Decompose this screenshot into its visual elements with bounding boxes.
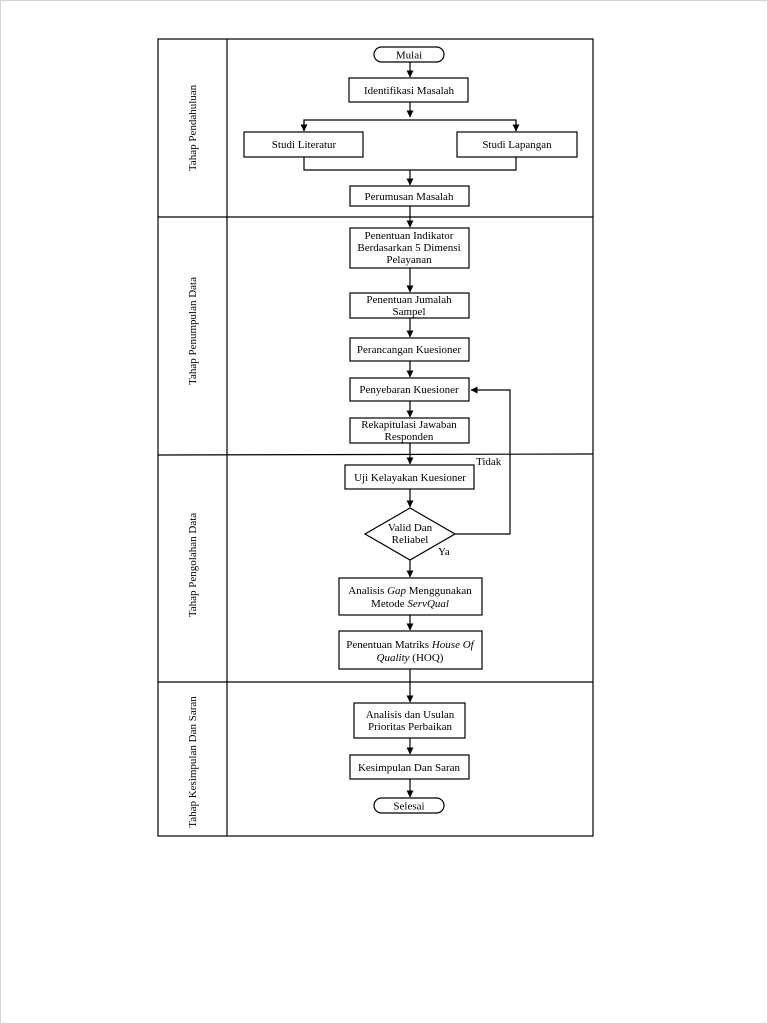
node-usulan-line-1: Analisis dan Usulan: [366, 709, 455, 721]
text-run-italic: Quality: [377, 652, 410, 664]
text-run-italic: House Of: [431, 639, 476, 651]
process-shape: [349, 417, 470, 444]
node-rekapitulasi-line-1: Rekapitulasi Jawaban: [361, 419, 457, 431]
node-sampel-line-1: Penentuan Jumalah: [366, 294, 452, 306]
node-identifikasi-label: Identifikasi Masalah: [364, 85, 455, 97]
node-penyebaran-kuesioner: Penyebaran Kuesioner: [349, 377, 470, 402]
node-analisis-usulan: Analisis dan Usulan Prioritas Perbaikan: [353, 702, 466, 739]
node-matriks-line-2: Quality (HOQ): [377, 652, 444, 664]
node-analisis-gap: Analisis Gap Menggunakan Metode ServQual: [338, 577, 483, 616]
node-end: Selesai: [373, 797, 445, 814]
process-shape: [349, 377, 470, 402]
edge-valid-tidak-loop: [455, 386, 511, 535]
text-run: Metode: [371, 598, 407, 610]
process-shape: [349, 227, 470, 269]
node-perumusan-label: Perumusan Masalah: [365, 191, 454, 203]
process-shape: [349, 185, 470, 207]
node-indikator-line-2: Berdasarkan 5 Dimensi: [357, 242, 460, 254]
node-kesimpulan-saran: Kesimpulan Dan Saran: [349, 754, 470, 780]
node-perancangan-kuesioner: Perancangan Kuesioner: [349, 337, 470, 362]
node-start-label: Mulai: [396, 50, 422, 62]
text-run: (HOQ): [410, 652, 444, 664]
text-run: Menggunakan: [406, 585, 472, 597]
process-shape: [349, 292, 470, 319]
node-indikator-line-1: Penentuan Indikator: [365, 230, 454, 242]
lane-label-pendahuluan: Tahap Pendahuluan: [187, 84, 199, 171]
node-perancangan-label: Perancangan Kuesioner: [357, 344, 461, 356]
node-analisis-gap-line-1: Analisis Gap Menggunakan: [348, 585, 472, 597]
lane-label-pengolahan: Tahap Pengolahan Data: [187, 513, 199, 617]
node-sampel-line-2: Sampel: [393, 306, 426, 318]
node-usulan-line-2: Prioritas Perbaikan: [368, 721, 453, 733]
node-penentuan-sampel: Penentuan Jumalah Sampel: [349, 292, 470, 319]
process-shape: [353, 702, 466, 739]
lane-label-pengumpulan: Tahap Penumpulan Data: [187, 277, 199, 385]
edge-split-bar: [303, 119, 517, 131]
process-shape: [456, 131, 578, 158]
node-end-label: Selesai: [393, 801, 424, 813]
node-uji-label: Uji Kelayakan Kuesioner: [354, 472, 466, 484]
process-shape: [243, 131, 364, 158]
decision-shape: [363, 507, 457, 561]
process-shape: [349, 754, 470, 780]
node-matriks-line-1: Penentuan Matriks House Of: [346, 639, 475, 651]
node-valid-line-2: Reliabel: [392, 534, 429, 546]
edge-label-ya: Ya: [438, 546, 450, 558]
node-studi-literatur-label: Studi Literatur: [272, 139, 337, 151]
text-run: Analisis: [348, 585, 387, 597]
node-studi-lapangan-label: Studi Lapangan: [482, 139, 552, 151]
node-rekapitulasi-line-2: Responden: [385, 431, 434, 443]
terminator-shape: [373, 46, 445, 63]
process-shape: [338, 577, 483, 616]
connectors: [300, 62, 520, 798]
node-identifikasi-masalah: Identifikasi Masalah: [348, 77, 469, 103]
node-indikator-line-3: Pelayanan: [386, 254, 432, 266]
node-rekapitulasi-jawaban: Rekapitulasi Jawaban Responden: [349, 417, 470, 444]
process-shape: [338, 630, 483, 670]
node-uji-kelayakan: Uji Kelayakan Kuesioner: [344, 464, 475, 490]
text-run: Penentuan Matriks: [346, 639, 432, 651]
node-studi-lapangan: Studi Lapangan: [456, 131, 578, 158]
node-perumusan-masalah: Perumusan Masalah: [349, 185, 470, 207]
outer-border: [157, 38, 594, 837]
process-shape: [344, 464, 475, 490]
node-start: Mulai: [373, 46, 445, 63]
terminator-shape: [373, 797, 445, 814]
edge-merge-bar: [303, 157, 517, 171]
node-valid-line-1: Valid Dan: [388, 522, 433, 534]
swimlane-frame: [157, 38, 594, 837]
edge-label-tidak: Tidak: [476, 456, 502, 468]
node-valid-reliabel-decision: Valid Dan Reliabel: [363, 507, 457, 561]
process-shape: [349, 337, 470, 362]
node-kesimpulan-label: Kesimpulan Dan Saran: [358, 762, 461, 774]
text-run-italic: ServQual: [407, 598, 449, 610]
node-analisis-gap-line-2: Metode ServQual: [371, 598, 449, 610]
node-penyebaran-label: Penyebaran Kuesioner: [359, 384, 459, 396]
lane-divider-2: [157, 453, 594, 456]
node-studi-literatur: Studi Literatur: [243, 131, 364, 158]
node-penentuan-matriks-hoq: Penentuan Matriks House Of Quality (HOQ): [338, 630, 483, 670]
lane-label-kesimpulan: Tahap Kesimpulan Dan Saran: [187, 696, 199, 828]
text-run-italic: Gap: [387, 585, 406, 597]
process-shape: [348, 77, 469, 103]
node-penentuan-indikator: Penentuan Indikator Berdasarkan 5 Dimens…: [349, 227, 470, 269]
